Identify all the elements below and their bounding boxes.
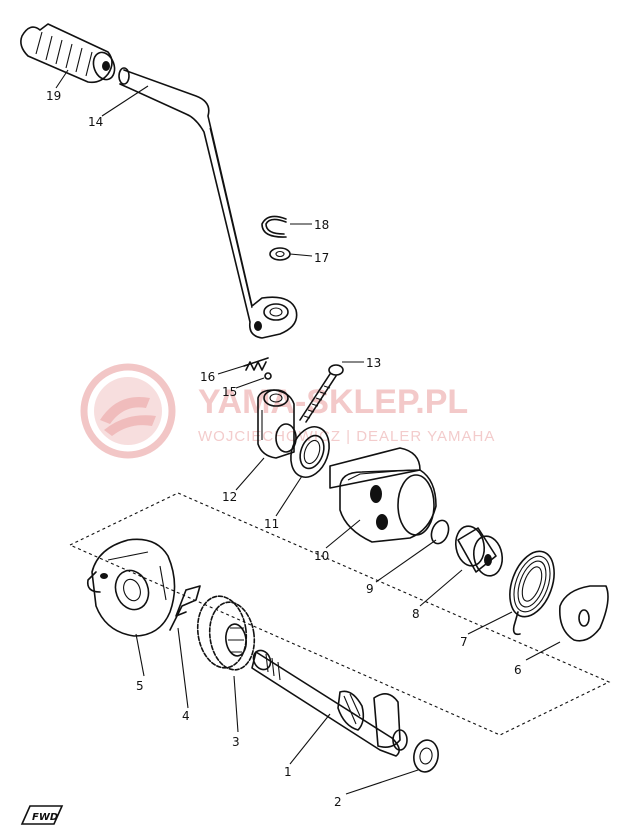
label-15: 15 <box>222 385 237 399</box>
part-5-ratchet-guide <box>86 538 176 637</box>
part-9-circlip <box>430 519 450 545</box>
label-7: 7 <box>460 635 468 649</box>
part-2-washer <box>413 739 439 773</box>
label-17: 17 <box>314 251 329 265</box>
part-16-spring <box>243 357 269 371</box>
label-14: 14 <box>88 115 103 129</box>
leader-lines <box>55 69 561 795</box>
part-14-kick-crank <box>118 67 298 339</box>
part-4-clip <box>169 585 201 631</box>
part-8-spring-guide <box>454 525 504 577</box>
part-1-kick-shaft <box>251 649 408 757</box>
part-17-washer <box>269 247 291 261</box>
part-3-kick-gear <box>196 595 256 671</box>
label-2: 2 <box>334 795 342 809</box>
label-3: 3 <box>232 735 240 749</box>
watermark-logo-icon <box>80 363 176 459</box>
part-15-ball <box>264 372 272 380</box>
part-6-spring-cover <box>558 585 609 642</box>
assembly-boundary <box>68 492 611 736</box>
label-16: 16 <box>200 370 215 384</box>
label-12: 12 <box>222 490 237 504</box>
label-8: 8 <box>412 607 420 621</box>
watermark: YAMA-SKLEP.PL WOJCIECHOWICZ | DEALER YAM… <box>80 363 495 459</box>
label-4: 4 <box>182 709 190 723</box>
label-6: 6 <box>514 663 522 677</box>
label-10: 10 <box>314 549 329 563</box>
part-labels: 19 14 18 17 16 15 13 12 11 10 9 8 7 6 5 … <box>46 89 522 809</box>
fwd-label: FWD <box>32 812 58 823</box>
part-10-kick-guide <box>329 447 437 543</box>
label-19: 19 <box>46 89 61 103</box>
part-18-circlip <box>261 215 287 238</box>
label-5: 5 <box>136 679 144 693</box>
part-7-torsion-spring <box>509 550 555 636</box>
watermark-title: YAMA-SKLEP.PL <box>198 383 468 421</box>
label-1: 1 <box>284 765 292 779</box>
part-12-boss <box>257 389 297 459</box>
fwd-arrow-icon: FWD <box>20 805 64 825</box>
watermark-subtitle: WOJCIECHOWICZ | DEALER YAMAHA <box>198 428 495 445</box>
label-9: 9 <box>366 582 374 596</box>
label-13: 13 <box>366 356 381 370</box>
label-18: 18 <box>314 218 329 232</box>
label-11: 11 <box>264 517 279 531</box>
part-19-kick-grip <box>20 23 116 84</box>
part-13-bolt <box>299 364 344 423</box>
